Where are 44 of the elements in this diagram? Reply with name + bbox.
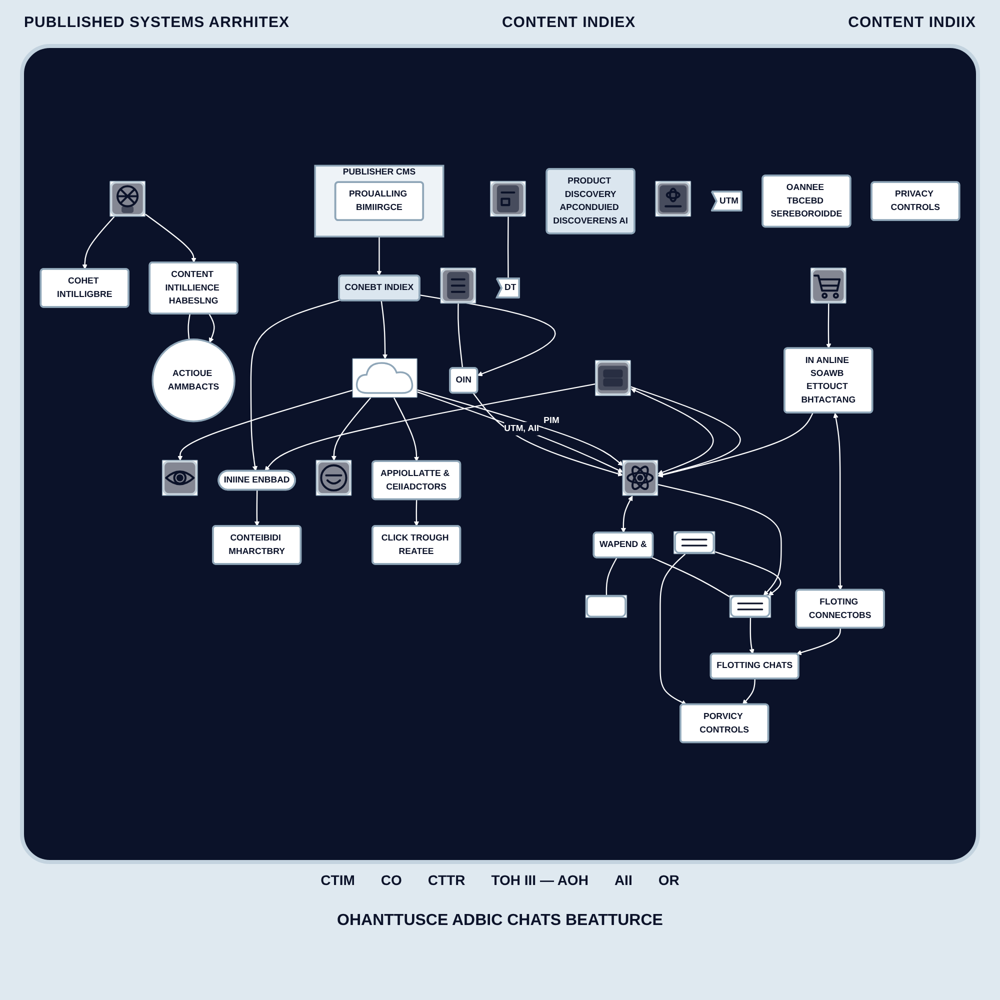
connector xyxy=(458,303,464,368)
arrow xyxy=(420,294,556,376)
annotation-text: OR xyxy=(658,872,680,888)
arrow xyxy=(393,397,420,462)
arrow xyxy=(145,214,196,263)
arrow xyxy=(658,412,814,478)
arrow xyxy=(749,618,754,654)
arrow xyxy=(264,383,596,472)
arrow xyxy=(208,314,215,343)
panel-background: UTM, AII PIM PUBLISHER CMS PROUALLING BIMIIRGCE COHET INTILLIGBRE CONTENT INTILLIENCE HABESLNG ACTIOUE AMMBACTS CONEBT INDIEX PRODUCT DISCOVERY APCONDUIED DISCOVERENS AI OIN DT INIINE ENBBAD UTM CONTEIBIDI MHARCTBRY APPIOLLATTE & CEIIADCTORS CLICK TROUGH REATEE OANNEE TBCEBD SEREBOROIDDE WAPEND & IN ANLINE SOAWB ETTOUCT BHTACTANG FLOTING CONNECTOBS FLOTTING CHATS PORVICY CONTROLS PRIVACY CONTROLS xyxy=(20,44,980,864)
arrow xyxy=(660,554,687,705)
connector xyxy=(507,216,509,279)
connector xyxy=(606,557,618,596)
cluster xyxy=(314,164,444,238)
annotation-text: TOH III — AOH xyxy=(491,872,588,888)
node-circle xyxy=(152,338,236,422)
connector xyxy=(651,556,730,598)
arrow xyxy=(414,500,420,526)
section-heading: CONTENT INDIIX xyxy=(848,14,976,31)
arrow xyxy=(620,496,633,533)
arrow xyxy=(742,678,756,705)
arrow xyxy=(833,412,843,590)
section-heading: PUBLLISHED SYSTEMS ARRHITEX xyxy=(24,14,290,31)
annotation-text: CTTR xyxy=(428,872,466,888)
section-heading: CONTENT INDIEX xyxy=(502,14,636,31)
arrow xyxy=(331,397,372,461)
arrow xyxy=(254,490,260,526)
arrow xyxy=(630,386,741,478)
arrow xyxy=(826,303,832,349)
arrow xyxy=(380,300,388,360)
arrow xyxy=(630,388,714,475)
arrow xyxy=(376,236,382,276)
annotation-text: CO xyxy=(380,872,402,888)
annotation-text: CTIM xyxy=(320,872,355,888)
annotation-text: AII xyxy=(614,872,632,888)
arrow xyxy=(796,628,841,656)
caption: OHANTTUSCE ADBIC CHATS BEATTURCE xyxy=(336,912,664,930)
arrow xyxy=(472,392,624,476)
connector xyxy=(188,314,191,340)
arrow xyxy=(250,299,340,472)
arrow xyxy=(178,390,354,461)
arrow xyxy=(658,484,782,596)
arrow xyxy=(82,216,115,270)
arrow xyxy=(714,551,782,596)
